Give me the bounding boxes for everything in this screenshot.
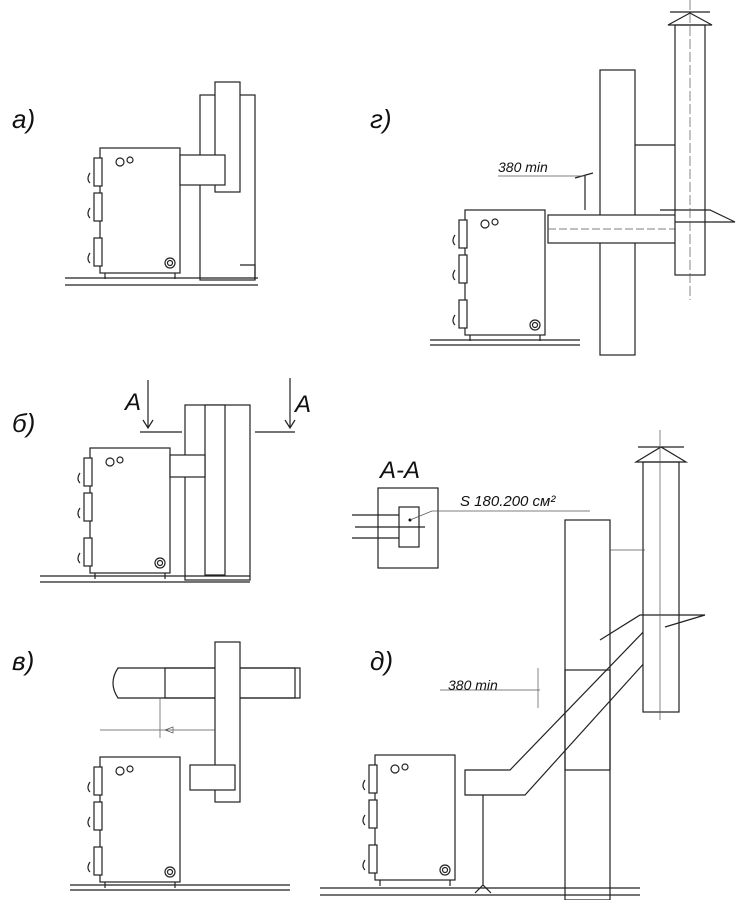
- label-v: в): [12, 646, 34, 676]
- variant-a: а): [12, 81, 258, 286]
- section-marker-right: A: [293, 391, 311, 418]
- variant-v: в): [12, 641, 301, 891]
- label-b: б): [12, 408, 35, 438]
- boiler: [77, 447, 171, 580]
- dimension-380-min: 380 min: [448, 677, 498, 693]
- label-g: г): [370, 104, 391, 134]
- section-title: A-A: [378, 457, 420, 484]
- section-marker-left: A: [123, 389, 141, 416]
- boiler: [362, 754, 456, 887]
- boiler: [452, 209, 546, 342]
- label-a: а): [12, 104, 35, 134]
- boiler: [87, 147, 181, 280]
- dimension-380-min: 380 min: [498, 159, 548, 175]
- label-d: д): [370, 646, 393, 676]
- boiler: [87, 756, 181, 889]
- variant-d: д) 380 min: [320, 430, 706, 900]
- opening-area: S 180.200 см²: [460, 493, 556, 510]
- section-a-a: A-A S 180.200 см²: [352, 457, 590, 569]
- variant-g: г) 380 min: [370, 0, 736, 356]
- variant-b: б) A A: [12, 378, 311, 583]
